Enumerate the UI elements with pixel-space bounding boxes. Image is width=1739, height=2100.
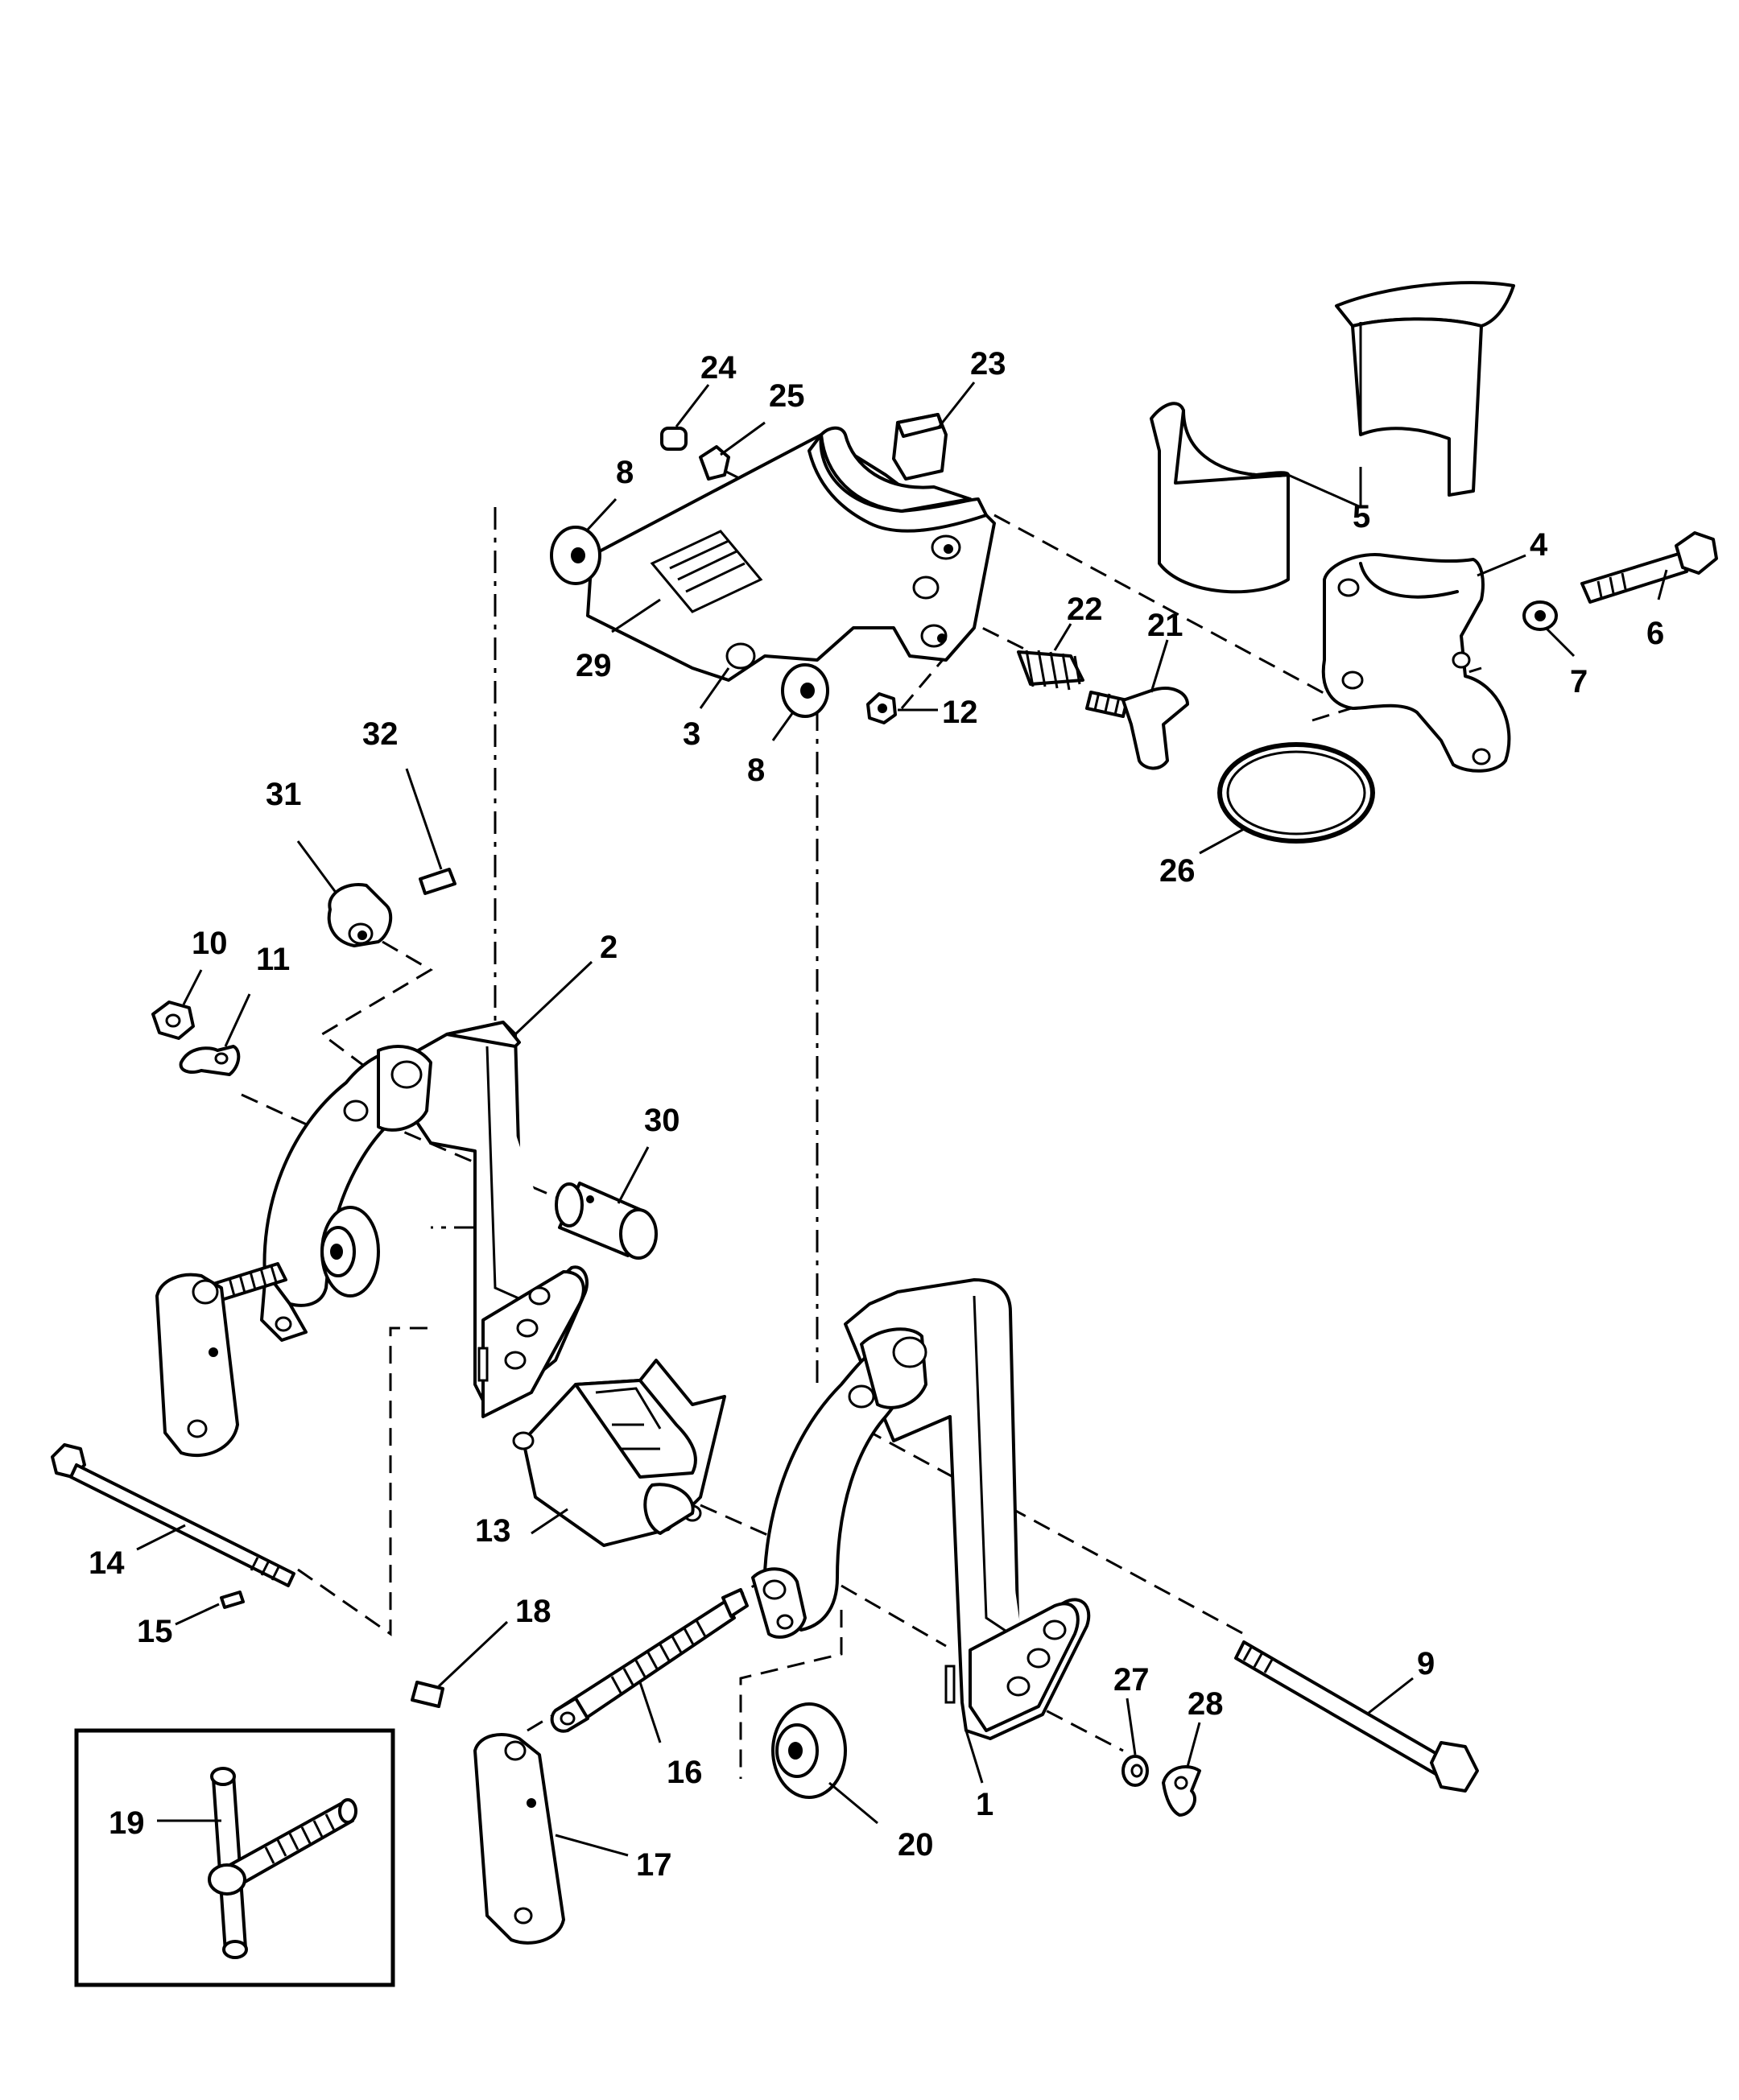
part-26-o-ring [1199,742,1375,855]
inset-box [74,1728,395,1987]
part-11-tab-washer [179,993,251,1076]
part-5-liner-left [1150,402,1362,594]
callout-19: 19 [109,1805,145,1841]
part-32-pin [405,768,456,895]
callout-10: 10 [192,926,228,961]
part-6-bolt [1580,531,1718,604]
part-7-washer [1522,600,1576,658]
callout-29: 29 [576,648,612,683]
callout-8-lower: 8 [747,753,765,788]
part-19-handle-screw-assembly [157,1767,357,1959]
part-12-nut [866,692,938,724]
assembly-lines [241,507,1482,1779]
part-1-clamp-bracket-right [751,1278,1091,1784]
callout-13: 13 [475,1513,511,1549]
part-16-threaded-stud [550,1588,749,1743]
callout-25: 25 [769,378,805,414]
callout-2: 2 [600,930,618,965]
callout-11: 11 [256,942,290,977]
callout-7: 7 [1570,664,1588,699]
callout-9: 9 [1417,1646,1435,1681]
callout-labels: 24 25 23 8 5 4 6 7 22 21 29 3 12 8 26 32… [89,346,1664,1883]
callout-23: 23 [970,346,1006,382]
part-13-pad-bracket [512,1359,726,1547]
part-25-grease-fitting [699,421,766,489]
callout-17: 17 [636,1847,672,1883]
part-21-wing-screw [1085,639,1189,770]
part-10-nut [151,969,203,1040]
callout-12: 12 [942,695,978,730]
part-22-spring [1017,623,1084,691]
part-20-pad [771,1702,878,1825]
part-3-swivel-bracket [586,426,996,709]
part-4-clamp [1321,553,1526,773]
part-28-wing-nut [1162,1722,1201,1817]
callout-5: 5 [1353,499,1370,534]
callout-24: 24 [700,350,737,386]
part-5-liner-right [1335,281,1515,497]
part-18-pin [411,1620,509,1708]
part-27-lock-washer [1121,1698,1149,1787]
part-8-washer-lower [771,663,829,741]
part-24-bushing [660,384,710,451]
callout-22: 22 [1067,592,1103,627]
part-8-washer-upper [550,497,618,585]
callout-4: 4 [1530,527,1548,563]
callout-32: 32 [362,716,399,752]
callout-21: 21 [1147,608,1183,643]
callout-28: 28 [1188,1686,1224,1722]
part-30-pin [555,1146,658,1260]
callout-8-upper: 8 [616,455,634,490]
part-31-bushing [296,840,393,947]
callout-20: 20 [898,1827,934,1863]
callout-30: 30 [644,1103,680,1138]
callout-6: 6 [1646,616,1664,651]
callout-16: 16 [667,1755,703,1790]
part-15-pin [175,1590,245,1626]
part-14-bolt [51,1443,295,1587]
callout-31: 31 [266,777,302,812]
callout-26: 26 [1159,853,1196,889]
callout-3: 3 [683,716,700,752]
callout-27: 27 [1113,1662,1150,1698]
part-17-handle [473,1733,629,1945]
callout-15: 15 [137,1614,173,1649]
callout-18: 18 [515,1594,551,1629]
callout-14: 14 [89,1545,125,1581]
part-23-cap [892,382,976,481]
callout-1: 1 [976,1787,993,1822]
part-2-clamp-bracket-left [155,960,593,1458]
part-9-bolt [1234,1640,1479,1793]
